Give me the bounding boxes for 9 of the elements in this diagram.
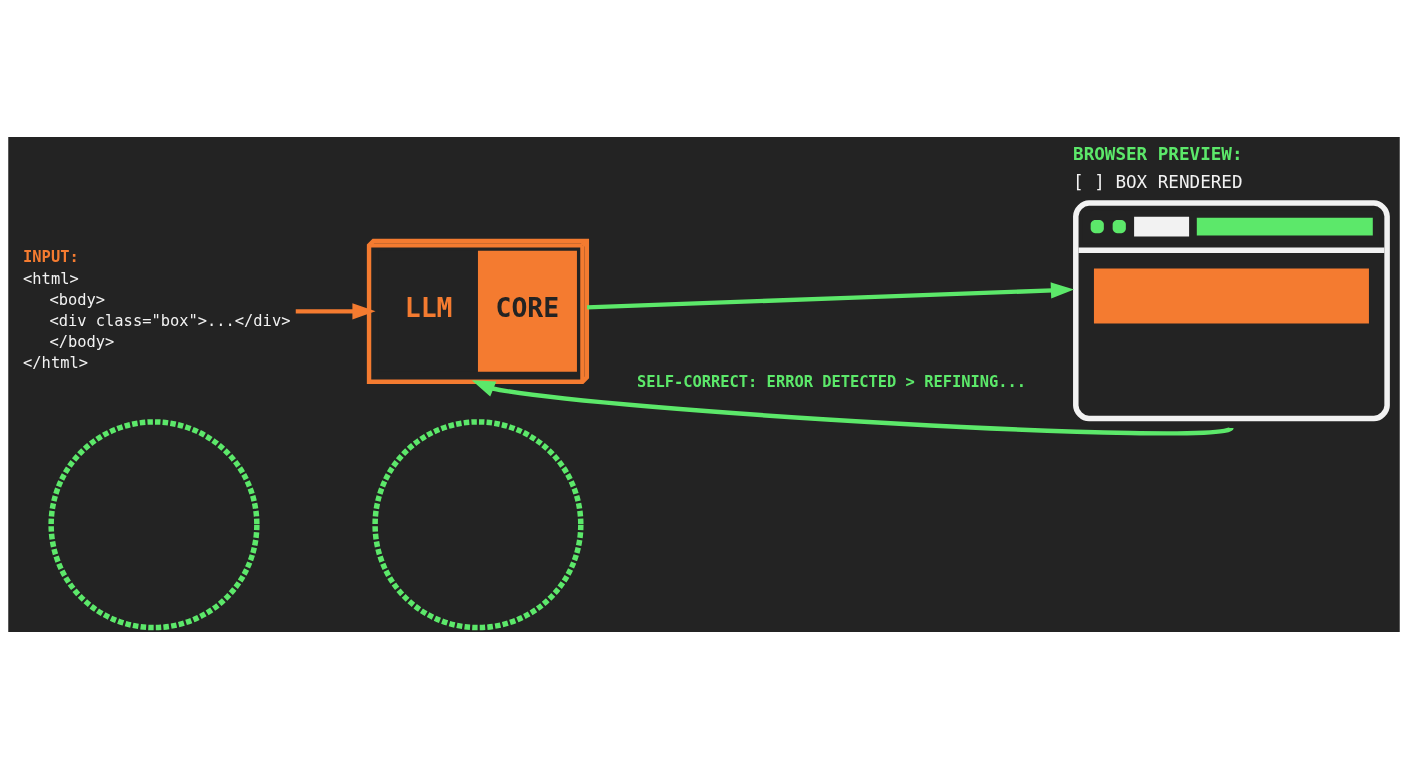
arrow [295, 302, 376, 319]
arrow [587, 281, 1075, 310]
node-label: BROWSER PREVIEW: [1073, 143, 1243, 164]
node-circle [372, 418, 584, 630]
node-circle [48, 418, 260, 630]
edge-label: SELF-CORRECT: ERROR DETECTED > REFINING... [636, 372, 1027, 391]
node-label: [ ] BOX RENDERED [1073, 171, 1243, 192]
arrow [471, 379, 1233, 435]
node-text: INPUT: <html> <body> <div class="box">...</div> </body> </html> [23, 247, 291, 372]
